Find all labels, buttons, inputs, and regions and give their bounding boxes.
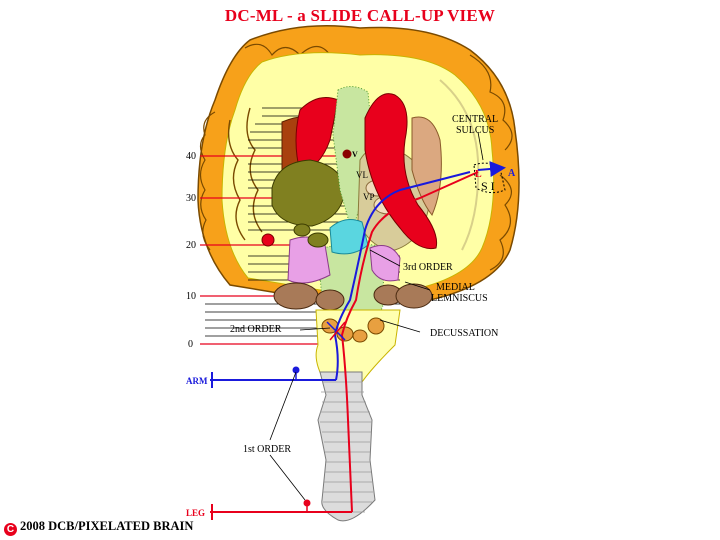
arm-receptor (292, 366, 300, 374)
label-v-marker: V (352, 150, 358, 159)
label-third-order: 3rd ORDER (403, 262, 453, 273)
cerebral-peduncles (273, 282, 433, 311)
pink-region (287, 236, 331, 284)
label-leg: LEG (186, 508, 205, 518)
pathway-arm (210, 171, 471, 381)
caudate-tan (411, 116, 442, 216)
label-l-marker: L (475, 169, 482, 180)
label-central-sulcus-2: SULCUS (456, 125, 494, 136)
slide-level-20: 20 (186, 240, 196, 251)
leg-receptor (303, 499, 311, 507)
v-nucleus-dot (342, 149, 352, 159)
copyright-icon: C (4, 523, 17, 536)
spinal-cord (317, 371, 376, 522)
leader-lines (269, 131, 484, 501)
slide-level-30: 30 (186, 193, 196, 204)
slide-level-0: 0 (188, 339, 193, 350)
label-s1: S I (481, 179, 495, 193)
label-vl: VL (356, 170, 368, 180)
dorsal-column-nuclei (321, 317, 385, 343)
label-a-marker: A (508, 168, 516, 179)
copyright-text: 2008 DCB/PIXELATED BRAIN (20, 519, 194, 533)
left-gyri (227, 107, 263, 241)
internal-capsule-red (364, 93, 438, 250)
label-arm: ARM (186, 376, 208, 386)
label-decussation: DECUSSATION (430, 328, 498, 339)
slide-level-10: 10 (186, 291, 196, 302)
putamen-red-left (295, 97, 339, 173)
label-vp: VP (363, 192, 375, 202)
pathway-leg (210, 171, 479, 513)
label-second-order: 2nd ORDER (230, 324, 282, 335)
page-title: DC-ML - a SLIDE CALL-UP VIEW (224, 6, 496, 25)
cyan-nucleus (329, 219, 369, 255)
slide-level-40: 40 (186, 151, 196, 162)
label-central-sulcus-1: CENTRAL (452, 114, 498, 125)
label-medial-lemniscus-1: MEDIAL (436, 282, 475, 293)
label-first-order: 1st ORDER (243, 444, 291, 455)
label-medial-lemniscus-2: LEMNISCUS (431, 293, 488, 304)
